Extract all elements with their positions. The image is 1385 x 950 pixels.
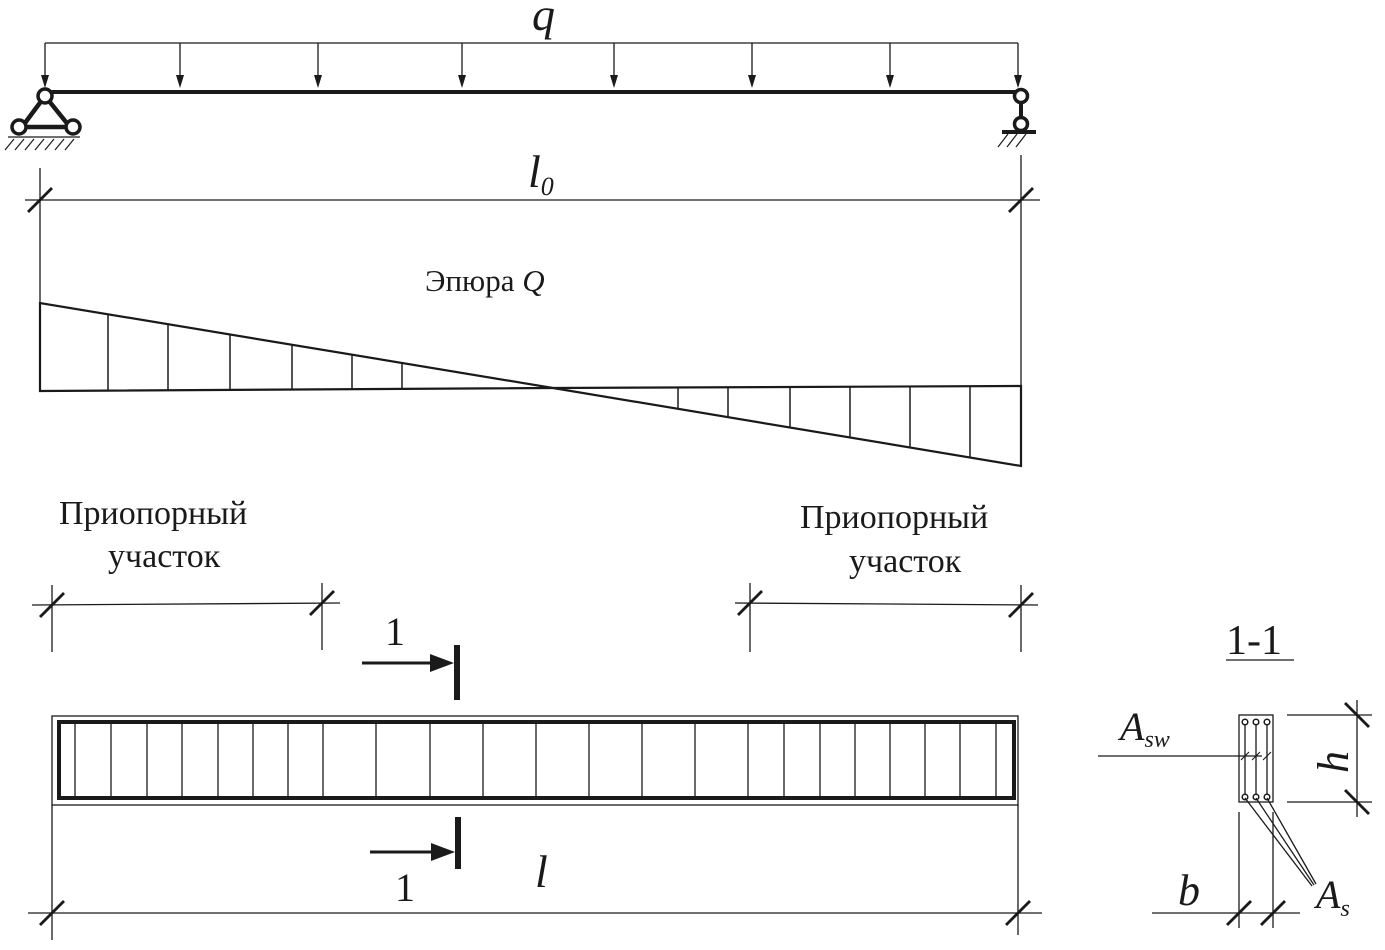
- roller-support-right: [997, 87, 1036, 148]
- ground-hatch: [64, 138, 75, 151]
- shear-diagram-title: Эпюра Q: [425, 263, 545, 298]
- width-label: b: [1178, 866, 1200, 915]
- load-arrow-head: [1014, 75, 1022, 88]
- section-mark-top-label: 1: [385, 609, 405, 654]
- dimension-l0: l0: [25, 146, 1040, 388]
- load-arrow-head: [41, 75, 49, 88]
- support-zone-left: Приопорный участок: [31, 495, 341, 652]
- span-total-label: l: [535, 846, 548, 897]
- ground-hatch: [997, 133, 1009, 148]
- ground-hatch: [54, 138, 65, 151]
- load-arrow-head: [458, 75, 466, 88]
- support-zone-left-line2: участок: [108, 538, 221, 575]
- ground-hatch: [34, 138, 45, 151]
- load-arrow-head: [886, 75, 894, 88]
- section-title: 1-1: [1226, 618, 1282, 664]
- support-zone-right: Приопорный участок: [734, 499, 1039, 652]
- shear-diagram: Эпюра Q: [38, 263, 1023, 468]
- ground-hatch: [14, 138, 25, 151]
- span-calc-label: l0: [528, 146, 554, 201]
- asw-label: Asw: [1117, 704, 1170, 753]
- pinned-support-left: [4, 87, 82, 151]
- distributed-load: q: [41, 0, 1022, 88]
- load-arrow-head: [748, 75, 756, 88]
- ground-hatch: [1006, 133, 1018, 148]
- beam-elevation: [51, 715, 1019, 806]
- section-mark-bottom-label: 1: [395, 865, 415, 910]
- support-zone-right-line1: Приопорный: [800, 499, 988, 536]
- load-arrow-head: [314, 75, 322, 88]
- ground-hatch: [44, 138, 55, 151]
- ground-hatch: [1015, 133, 1027, 148]
- dimension-l: l: [28, 805, 1042, 940]
- section-mark-top: 1: [362, 609, 460, 700]
- rebar-dots: [1241, 718, 1271, 801]
- support-zone-right-line2: участок: [849, 543, 962, 580]
- load-arrow-head: [176, 75, 184, 88]
- as-label: As: [1313, 872, 1350, 922]
- ground-hatch: [24, 138, 35, 151]
- support-zone-left-line1: Приопорный: [59, 495, 247, 532]
- height-label: h: [1309, 751, 1358, 773]
- load-arrow-head: [610, 75, 618, 88]
- ground-hatch: [4, 138, 15, 151]
- load-label: q: [532, 0, 555, 40]
- cross-section: 1-1 Asw h: [1098, 618, 1372, 928]
- section-mark-bottom: 1: [370, 817, 461, 910]
